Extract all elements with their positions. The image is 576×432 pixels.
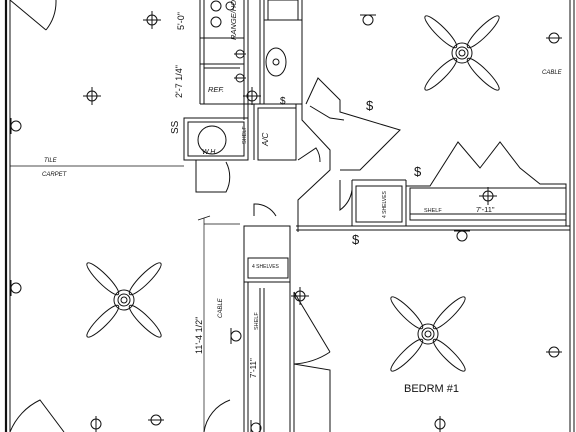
dim-2-7: 2'-7 1/4" (174, 65, 184, 98)
range-hood-label: RANGE/HO (229, 0, 238, 40)
ceiling-fan-top-right (424, 15, 500, 91)
shelves-label-b: 4 SHELVES (252, 264, 280, 270)
ceiling-fan-left (86, 262, 162, 338)
labels: 5'-0" RANGE/HO 2'-7 1/4" REF. SHELF A/C … (42, 0, 563, 395)
walls (4, 0, 575, 432)
switch-icon: $ (366, 98, 374, 113)
switch-icon: $ (280, 96, 286, 107)
dim-7-11-a: 7'-11" (476, 205, 495, 214)
shelf-label-a: SHELF (242, 126, 248, 144)
carpet-label: CARPET (42, 172, 68, 178)
light-fixtures (83, 11, 497, 305)
tile-label: TILE (44, 158, 58, 164)
ref-label: REF. (208, 85, 224, 94)
shelves-label-a: 4 SHELVES (382, 190, 388, 218)
wh-label: W.H. (202, 149, 217, 156)
bedroom-label: BEDRM #1 (404, 383, 459, 395)
dim-5-0: 5'-0" (176, 12, 186, 30)
fixtures (197, 0, 299, 155)
door-swings (9, 0, 353, 432)
shelf-label-c: SHELF (254, 312, 260, 330)
ac-label: A/C (261, 132, 270, 147)
switches: $ $ $ $ (280, 96, 422, 247)
outlets (10, 14, 562, 432)
ceiling-fan-bedroom (390, 296, 466, 372)
dim-11-4: 11'-4 1/2" (194, 317, 204, 354)
cable-label-right: CABLE (542, 70, 563, 76)
ss-label: SS (170, 120, 181, 134)
shelf-label-b: SHELF (424, 208, 442, 214)
switch-icon: $ (352, 232, 360, 247)
switch-icon: $ (414, 164, 422, 179)
cable-label-left: CABLE (218, 297, 224, 318)
dim-7-11-b: 7'-11" (249, 358, 258, 378)
